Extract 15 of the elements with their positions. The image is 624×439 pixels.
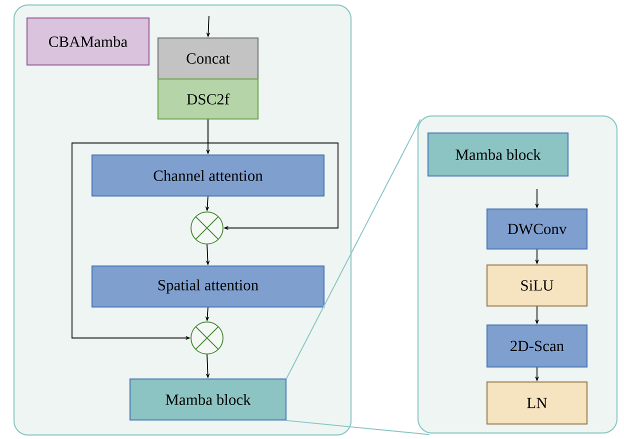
multiply-symbol [190,212,224,244]
process-box: Channel attention [92,154,324,196]
process-box: DWConv [486,208,588,250]
multiply-symbol [190,322,224,354]
title-box: CBAMamba [26,18,150,66]
process-box: SiLU [486,264,588,306]
title-box: Mamba block [428,132,568,176]
process-box: LN [486,382,588,424]
process-box: 2D-Scan [486,324,588,368]
process-box: DSC2f [158,78,258,120]
process-box: Concat [158,38,258,80]
zoom-line [286,420,430,436]
zoom-line [286,119,421,379]
process-box: Mamba block [130,378,286,420]
process-box: Spatial attention [92,266,324,308]
